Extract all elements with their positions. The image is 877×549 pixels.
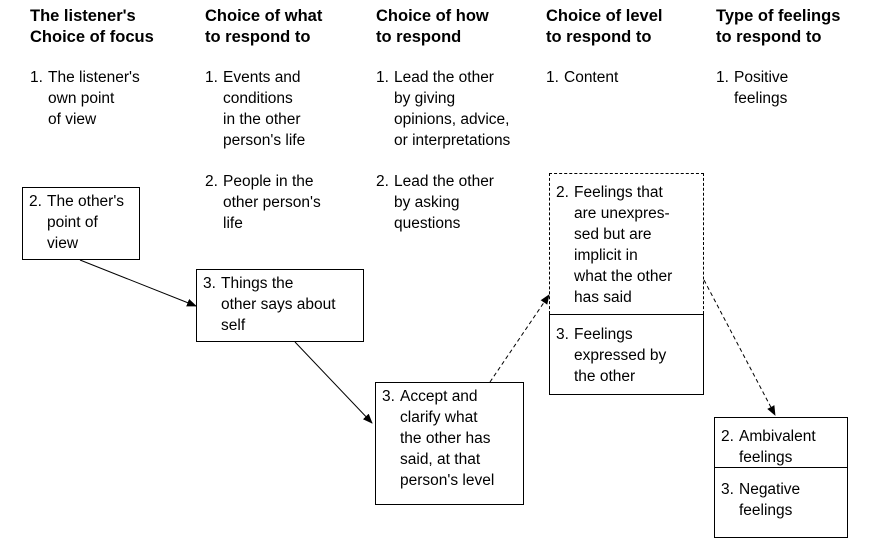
option-text: Ambivalent feelings: [739, 428, 816, 466]
feelings-option-2: 2. Ambivalent feelings: [715, 418, 847, 467]
option-number: 1.: [546, 69, 559, 86]
what-option-3-box: 3. Things the other says about self: [196, 269, 364, 342]
option-text: Events and conditions in the other perso…: [223, 69, 306, 149]
focus-option-1: 1. The listener's own point of view: [30, 67, 140, 130]
arrow-focus-to-what: [79, 259, 197, 307]
option-number: 2.: [376, 173, 389, 190]
feelings-option-1: 1. Positive feelings: [716, 67, 788, 109]
focus-option-2-box: 2. The other's point of view: [22, 187, 140, 260]
header-what: Choice of what to respond to: [205, 7, 323, 46]
feelings-option-2-3-box: 2. Ambivalent feelings 3. Negative feeli…: [714, 417, 848, 538]
how-option-2: 2. Lead the other by asking questions: [376, 171, 494, 234]
level-option-2: 2. Feelings that are unexpres- sed but a…: [550, 174, 703, 312]
option-number: 1.: [205, 69, 218, 86]
header-feelings: Type of feelings to respond to: [716, 7, 841, 46]
focus-option-2: 2. The other's point of view: [23, 188, 139, 258]
option-text: The listener's own point of view: [48, 69, 140, 128]
option-text: Negative feelings: [739, 481, 801, 519]
option-number: 1.: [716, 69, 729, 86]
header-level: Choice of level to respond to: [546, 7, 663, 46]
level-option-3: 3. Feelings expressed by the other: [550, 315, 703, 391]
option-text: Accept and clarify what the other has sa…: [400, 388, 495, 489]
option-text: Lead the other by giving opinions, advic…: [394, 69, 511, 149]
level-option-3-box: 3. Feelings expressed by the other: [549, 314, 704, 395]
header-focus: The listener's Choice of focus: [30, 7, 154, 46]
option-text: Things the other says about self: [221, 275, 336, 334]
option-number: 2.: [29, 193, 42, 210]
arrow-what-to-how: [294, 341, 373, 424]
option-number: 3.: [203, 275, 216, 292]
option-text: Feelings that are unexpres- sed but are …: [574, 184, 673, 306]
option-number: 1.: [30, 69, 43, 86]
header-how: Choice of how to respond: [376, 7, 489, 46]
option-number: 3.: [382, 388, 395, 405]
option-number: 2.: [205, 173, 218, 190]
how-option-3-box: 3. Accept and clarify what the other has…: [375, 382, 524, 505]
how-option-3: 3. Accept and clarify what the other has…: [376, 383, 523, 495]
option-number: 2.: [721, 428, 734, 445]
option-number: 1.: [376, 69, 389, 86]
arrow-level-to-feelings: [703, 279, 776, 416]
option-text: Feelings expressed by the other: [574, 326, 667, 385]
level-option-1: 1. Content: [546, 67, 618, 88]
what-option-2: 2. People in the other person's life: [205, 171, 321, 234]
what-option-1: 1. Events and conditions in the other pe…: [205, 67, 305, 151]
option-text: Content: [564, 69, 619, 86]
option-number: 3.: [721, 481, 734, 498]
option-text: The other's point of view: [47, 193, 125, 252]
option-text: Lead the other by asking questions: [394, 173, 494, 232]
option-number: 3.: [556, 326, 569, 343]
feelings-option-3: 3. Negative feelings: [715, 467, 847, 525]
how-option-1: 1. Lead the other by giving opinions, ad…: [376, 67, 510, 151]
level-option-2-box: 2. Feelings that are unexpres- sed but a…: [549, 173, 704, 314]
what-option-3: 3. Things the other says about self: [197, 270, 363, 340]
arrow-how-to-level: [489, 294, 550, 383]
option-text: People in the other person's life: [223, 173, 321, 232]
option-number: 2.: [556, 184, 569, 201]
option-text: Positive feelings: [734, 69, 789, 107]
